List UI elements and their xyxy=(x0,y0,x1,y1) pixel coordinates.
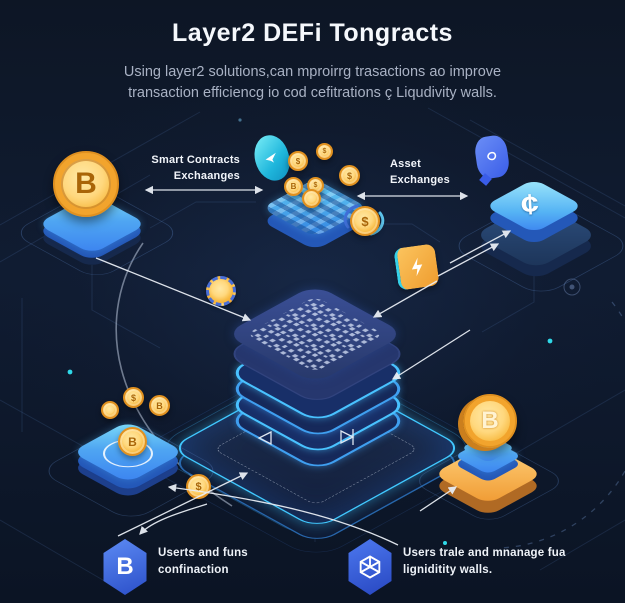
label-line: Asset xyxy=(390,158,421,170)
dollar-coin: $ xyxy=(123,387,144,408)
dollar-coin: $ xyxy=(186,474,211,499)
label-line: Exchaanges xyxy=(173,170,240,182)
footer-left-caption: Userts and funs confinaction xyxy=(158,545,248,579)
bitcoin-glyph: B xyxy=(116,553,134,580)
label-asset-exchanges: Asset Exchanges xyxy=(390,156,490,188)
chat-blob-icon xyxy=(249,131,295,185)
lightning-badge-icon xyxy=(393,243,440,291)
page-title: Layer2 DEFi Tongracts xyxy=(172,19,453,47)
bitcoin-coin-large: B xyxy=(463,394,517,448)
subtitle: Using layer2 solutions,can mproirrg tras… xyxy=(0,62,625,104)
bitcoin-coin-small: B xyxy=(149,395,170,416)
caption-line: Userts and funs xyxy=(158,547,248,559)
dollar-coin: $ xyxy=(350,206,380,236)
dollar-coin: $ xyxy=(288,151,308,171)
speech-bubble-icon xyxy=(473,133,511,181)
subtitle-line1: Using layer2 solutions,can mproirrg tras… xyxy=(123,64,502,80)
bitcoin-coin-large: B xyxy=(53,151,119,217)
bitcoin-coin-small: B xyxy=(284,177,303,196)
hexagon-badge-bitcoin: B xyxy=(103,539,147,595)
qr-pattern xyxy=(250,298,380,370)
bitcoin-coin-small: B xyxy=(118,427,147,456)
label-line: Exchanges xyxy=(390,174,450,186)
label-smart-contracts: Smart Contracts Exchaanges xyxy=(138,152,240,184)
gear-coin-icon xyxy=(206,276,236,306)
caption-line: Users trale and mnanage fua xyxy=(403,547,566,559)
hexagon-badge-network xyxy=(348,539,392,595)
footer-right-caption: Users trale and mnanage fua ligniditity … xyxy=(403,545,566,579)
cube-wireframe-icon xyxy=(359,555,381,579)
gold-coin xyxy=(302,189,321,208)
dollar-coin: $ xyxy=(339,165,360,186)
label-line: Smart Contracts xyxy=(151,154,240,166)
stack-cap-qr-top xyxy=(224,284,406,384)
caption-line: confinaction xyxy=(158,564,229,576)
bitcoin-glyph: B xyxy=(75,167,97,200)
cent-glyph: ¢ xyxy=(520,187,540,221)
caption-line: ligniditity walls. xyxy=(403,564,493,576)
exchange-swoosh-icon: $ xyxy=(340,196,388,244)
gold-coin xyxy=(101,401,119,419)
subtitle-line2: transaction efficiencg io cod cefitratio… xyxy=(128,85,497,101)
dollar-coin: $ xyxy=(316,143,333,160)
